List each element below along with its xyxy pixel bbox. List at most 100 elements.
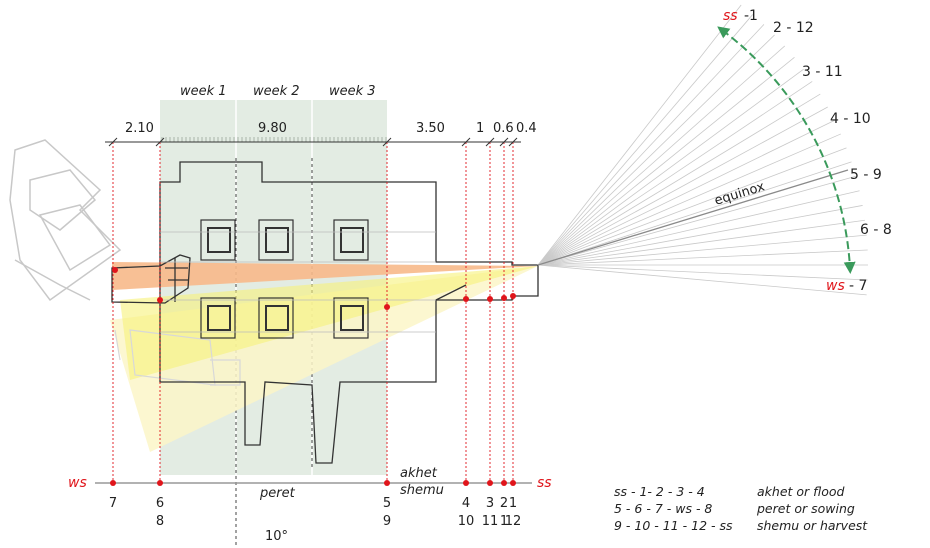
dim-label: 0.4 [516, 121, 537, 136]
tick-label-top: 5 [383, 496, 391, 511]
ghost-outline-lower [114, 329, 241, 386]
sun-ray [537, 161, 852, 266]
baseline-ws: ws [68, 475, 87, 491]
sun-ray [537, 45, 786, 266]
pillar-inner [207, 227, 231, 253]
ss-label: ss [723, 8, 738, 24]
dimension-ticks [108, 137, 518, 147]
sun-ray [537, 264, 868, 281]
seasonal-arc-arrow [717, 26, 856, 274]
sun-ray [537, 57, 795, 266]
sun-ray [537, 81, 813, 266]
ws-num: - 7 [849, 278, 867, 294]
fan-month: 4 - 10 [830, 111, 871, 127]
sun-ray [537, 4, 742, 266]
ghost-outline-left [9, 139, 122, 302]
tick-label-bottom: 11 [482, 514, 499, 529]
pillar-inner [340, 227, 364, 253]
legend-season: akhet or flood [757, 484, 845, 499]
season-akhet: akhet [400, 466, 438, 481]
baseline-ss: ss [537, 475, 552, 491]
red-marker [510, 480, 516, 486]
dim-label: 1 [476, 121, 484, 136]
fan-month: 3 - 11 [802, 64, 843, 80]
dim-label: 2.10 [125, 121, 154, 136]
week-label: week 2 [253, 84, 300, 99]
red-marker [112, 267, 118, 273]
sun-ray [537, 264, 867, 296]
sun-ray [537, 119, 835, 266]
pillars [200, 219, 369, 339]
red-marker [463, 480, 469, 486]
sun-ray [537, 175, 856, 266]
orange-beam [112, 262, 538, 290]
tick-label-bottom: 9 [383, 514, 391, 529]
legend-months: ss - 1- 2 - 3 - 4 [614, 484, 705, 499]
dim-label: 9.80 [258, 121, 287, 136]
red-marker [487, 480, 493, 486]
sun-ray [537, 249, 868, 266]
grid-lines [160, 231, 436, 333]
fan-month: 2 - 12 [773, 20, 814, 36]
week-label: week 3 [329, 84, 376, 99]
fan-month: 5 - 9 [850, 167, 882, 183]
red-guides [112, 142, 514, 483]
sun-ray [537, 106, 828, 266]
pillar-inner [207, 305, 231, 331]
angle-label: 10° [265, 529, 288, 544]
pillar-inner [265, 305, 289, 331]
red-marker [487, 296, 493, 302]
tick-label-top: 3 [486, 496, 494, 511]
equinox-label: equinox [713, 179, 767, 209]
week-label: week 1 [180, 84, 227, 99]
tick-label-bottom: 8 [156, 514, 164, 529]
red-marker [510, 293, 516, 299]
season-shemu: shemu [400, 483, 444, 498]
tick-label-top: 1 [509, 496, 517, 511]
fan-month: 6 - 8 [860, 222, 892, 238]
red-marker [384, 304, 390, 310]
red-marker [157, 297, 163, 303]
sun-ray [537, 14, 754, 266]
pillar-outer [258, 219, 294, 261]
legend-months: 5 - 6 - 7 - ws - 8 [614, 501, 712, 516]
pillar-inner [340, 305, 364, 331]
pillar-outer [200, 219, 236, 261]
legend-season: peret or sowing [756, 501, 855, 516]
ss-num: -1 [744, 8, 758, 24]
tick-label-top: 4 [462, 496, 470, 511]
tick-label-bottom: 1 [500, 514, 508, 529]
red-marker [501, 480, 507, 486]
temple-outline [111, 161, 539, 464]
sun-ray [537, 24, 765, 266]
tick-label-bottom: 12 [505, 514, 522, 529]
season-peret: peret [259, 486, 296, 501]
red-marker [501, 295, 507, 301]
pillar-inner [265, 227, 289, 253]
red-marker [463, 296, 469, 302]
pillar-outer [333, 297, 369, 339]
dim-label: 3.50 [416, 121, 445, 136]
tick-label-top: 7 [109, 496, 117, 511]
tick-label-top: 2 [500, 496, 508, 511]
red-marker [110, 480, 116, 486]
red-marker [384, 480, 390, 486]
ruler [161, 137, 387, 142]
sun-ray-fan [537, 4, 868, 296]
legend-months: 9 - 10 - 11 - 12 - ss [614, 518, 733, 533]
pillar-outer [258, 297, 294, 339]
red-marker [157, 480, 163, 486]
pillar-outer [333, 219, 369, 261]
sun-ray [537, 34, 775, 266]
legend-season: shemu or harvest [757, 518, 868, 533]
yellow-beam [120, 266, 538, 380]
ws-label: ws [826, 278, 845, 294]
red-markers [110, 267, 516, 486]
dim-label: 0.6 [493, 121, 514, 136]
season-legend: ss - 1- 2 - 3 - 4 akhet or flood 5 - 6 -… [614, 484, 868, 533]
tick-label-top: 6 [156, 496, 164, 511]
tick-label-bottom: 10 [458, 514, 475, 529]
pillar-outer [200, 297, 236, 339]
